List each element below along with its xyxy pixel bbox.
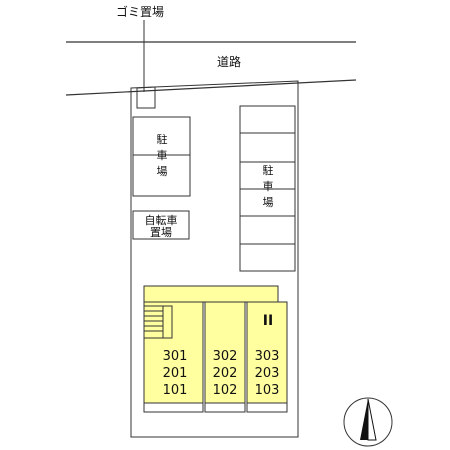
unit-102: 102 [213, 383, 238, 398]
road-label: 道路 [217, 54, 241, 69]
unit-302: 302 [213, 349, 238, 364]
balcony-3 [246, 402, 288, 413]
building-back-volume [143, 285, 279, 303]
parking-right: 駐 車 場 [239, 105, 296, 272]
balcony-2 [204, 402, 246, 413]
unit-202: 202 [213, 366, 238, 381]
compass-needle-dark [360, 399, 368, 440]
garbage-area-label: ゴミ置場 [116, 4, 164, 19]
compass-circle [343, 397, 393, 447]
unit-101: 101 [163, 383, 188, 398]
unit-303: 303 [255, 349, 280, 364]
building: II 301 201 101 302 202 102 303 203 103 [143, 285, 288, 413]
garbage-area [136, 86, 156, 109]
unit-203: 203 [255, 366, 280, 381]
parking-left: 駐 車 場 [132, 116, 191, 197]
compass-needle-light [367, 398, 377, 441]
bicycle-parking-label-2: 置場 [150, 226, 172, 239]
parking-left-outline [132, 116, 191, 197]
site-boundary [130, 80, 299, 438]
balcony-1 [143, 402, 204, 413]
north-compass-icon [343, 397, 393, 447]
road-edge-bottom [65, 79, 357, 96]
building-unit-block-1 [143, 301, 204, 404]
staircase [143, 305, 173, 339]
parking-left-label-3: 場 [157, 165, 168, 178]
parking-left-label-2: 車 [157, 148, 168, 162]
building-unit-block-3 [246, 301, 288, 404]
unit-301: 301 [163, 349, 188, 364]
unit-201: 201 [163, 366, 188, 381]
parking-right-label-2: 車 [263, 179, 274, 193]
unit-103: 103 [255, 383, 280, 398]
building-unit-block-2 [204, 301, 246, 404]
bicycle-parking-outline [132, 210, 190, 240]
parking-right-label-3: 場 [263, 196, 274, 209]
parking-left-label-1: 駐 [157, 132, 168, 146]
bicycle-parking: 自転車 置場 [132, 210, 190, 240]
parking-right-label-1: 駐 [263, 163, 274, 177]
building-id-label: II [263, 313, 273, 329]
bicycle-parking-label-1: 自転車 [145, 213, 178, 227]
